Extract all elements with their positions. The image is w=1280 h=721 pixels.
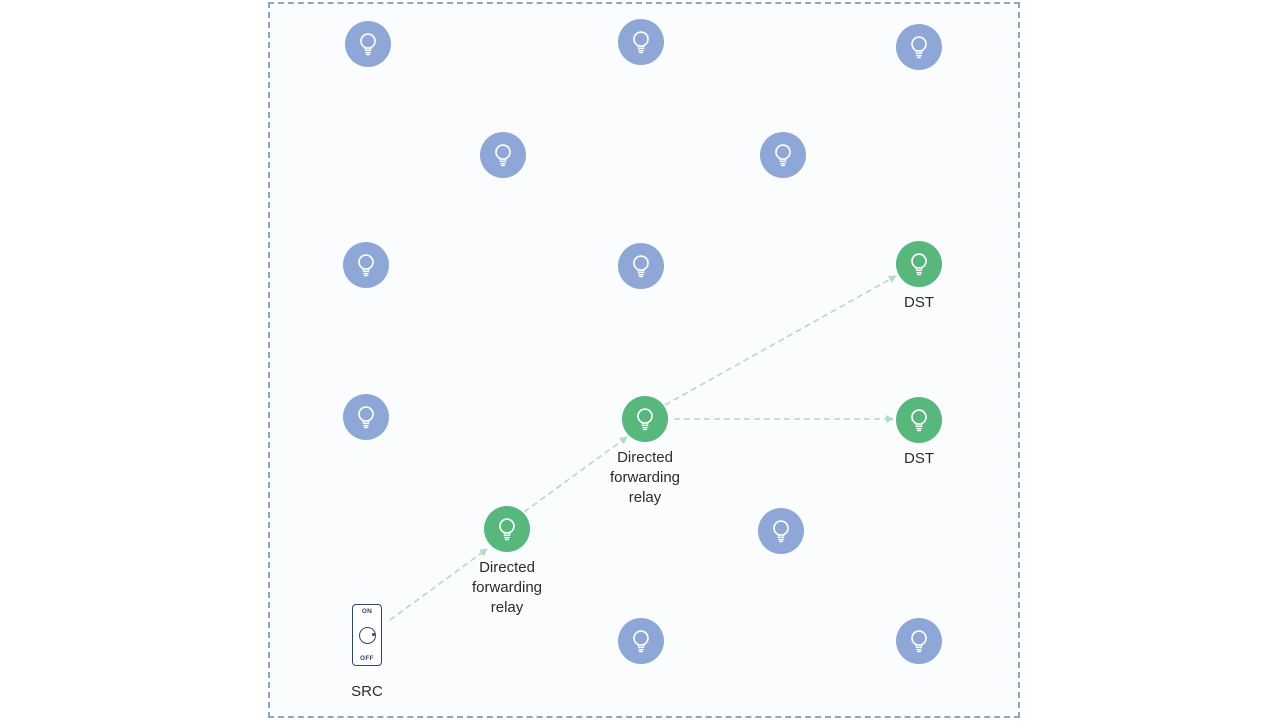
label-line: Directed: [479, 559, 535, 576]
lightbulb-icon: [911, 36, 927, 59]
bulb-node: [760, 132, 806, 178]
dst-node: [896, 241, 942, 287]
label-line: DST: [904, 294, 934, 311]
dst-label: DST: [829, 293, 1009, 313]
label-line: relay: [490, 599, 524, 616]
src-label: SRC: [277, 682, 457, 702]
lightbulb-icon: [637, 408, 653, 431]
lightbulb-icon: [499, 518, 515, 541]
label-line: relay: [628, 489, 662, 506]
lightbulb-icon: [773, 520, 789, 543]
lightbulb-icon: [360, 33, 376, 56]
lightbulb-icon: [495, 144, 511, 167]
lightbulb-icon: [911, 409, 927, 432]
bulb-node: [343, 242, 389, 288]
label-line: SRC: [351, 683, 383, 700]
bulb-node: [480, 132, 526, 178]
bulb-node: [618, 243, 664, 289]
src-switch: ON OFF: [352, 604, 382, 666]
lightbulb-icon: [633, 31, 649, 54]
bulb-node: [345, 21, 391, 67]
lightbulb-icon: [911, 253, 927, 276]
relay-label: Directed forwarding relay: [555, 448, 735, 508]
dst-label: DST: [829, 449, 1009, 469]
bulb-node: [896, 24, 942, 70]
lightbulb-icon: [633, 255, 649, 278]
switch-knob-icon: [358, 626, 376, 644]
lightbulb-icon: [358, 406, 374, 429]
label-line: forwarding: [471, 579, 543, 596]
label-line: DST: [904, 450, 934, 467]
bulb-node: [618, 19, 664, 65]
relay-node: [484, 506, 530, 552]
bulb-node: [896, 618, 942, 664]
lightbulb-icon: [633, 630, 649, 653]
relay-label: Directed forwarding relay: [417, 558, 597, 618]
bulb-node: [618, 618, 664, 664]
switch-off-label: OFF: [360, 655, 374, 662]
lightbulb-icon: [911, 630, 927, 653]
lightbulb-icon: [358, 254, 374, 277]
label-line: forwarding: [609, 469, 681, 486]
relay-node: [622, 396, 668, 442]
switch-on-label: ON: [361, 608, 373, 615]
lightbulb-icon: [775, 144, 791, 167]
bulb-node: [758, 508, 804, 554]
bulb-node: [343, 394, 389, 440]
dst-node: [896, 397, 942, 443]
label-line: Directed: [617, 449, 673, 466]
